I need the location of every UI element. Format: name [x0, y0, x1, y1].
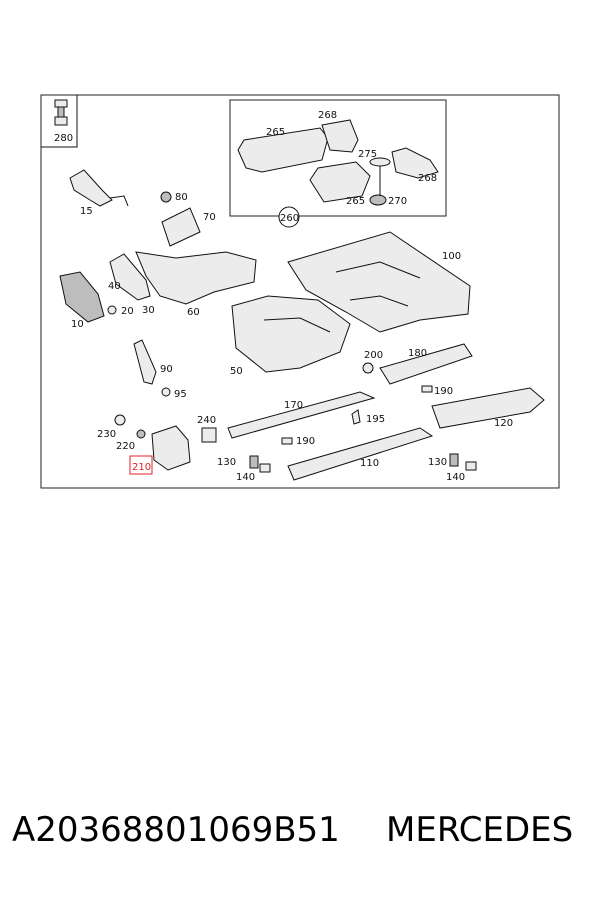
callout-90: 90 — [160, 364, 173, 375]
callout-195: 195 — [366, 414, 385, 425]
callout-10: 10 — [71, 319, 84, 330]
clip-140-a — [259, 463, 271, 473]
center-floor-50 — [231, 295, 351, 373]
callout-40: 40 — [108, 281, 121, 292]
callout-180: 180 — [408, 348, 427, 359]
nut-95 — [161, 387, 171, 397]
callout-200: 200 — [364, 350, 383, 361]
diagram-frame — [40, 94, 560, 489]
trim-180 — [379, 343, 473, 385]
callout-80: 80 — [175, 192, 188, 203]
clip-190-b — [281, 437, 293, 445]
callout-268-b: 268 — [418, 173, 437, 184]
clip-195 — [351, 409, 361, 425]
grille-10 — [59, 271, 105, 323]
sill-170 — [227, 391, 376, 439]
front-mat-right — [321, 119, 359, 153]
front-floor-60 — [135, 251, 257, 305]
callout-190-b: 190 — [296, 436, 315, 447]
sill-120 — [431, 387, 545, 429]
callout-280: 280 — [54, 133, 73, 144]
callout-260-circle — [278, 206, 300, 228]
clip-130-b — [449, 453, 459, 467]
callout-130-a: 130 — [217, 457, 236, 468]
callout-220: 220 — [116, 441, 135, 452]
callout-70: 70 — [203, 212, 216, 223]
floor-mat-inset — [229, 99, 447, 217]
rear-mat-left — [309, 161, 371, 203]
callout-20: 20 — [121, 306, 134, 317]
part-number: A20368801069B51 — [12, 810, 340, 850]
callout-120: 120 — [494, 418, 513, 429]
inset-box-280 — [41, 95, 78, 148]
rear-floor-100 — [287, 231, 471, 333]
callout-210: 210 — [132, 462, 151, 473]
clip-220 — [136, 429, 146, 439]
callout-270: 270 — [388, 196, 407, 207]
clip-280-icon — [54, 99, 68, 126]
callout-50: 50 — [230, 366, 243, 377]
callout-140-a: 140 — [236, 472, 255, 483]
callout-95: 95 — [174, 389, 187, 400]
callout-110: 110 — [360, 458, 379, 469]
bracket-240 — [201, 427, 217, 443]
callout-240: 240 — [197, 415, 216, 426]
callout-30: 30 — [142, 305, 155, 316]
sill-110 — [287, 427, 434, 481]
clip-190-a — [421, 385, 433, 393]
callout-100: 100 — [442, 251, 461, 262]
callout-275: 275 — [358, 149, 377, 160]
clip-130-a — [249, 455, 259, 469]
plug-80 — [160, 191, 172, 203]
callout-15: 15 — [80, 206, 93, 217]
footer: A20368801069B51 MERCEDES — [0, 810, 600, 860]
callout-230: 230 — [97, 429, 116, 440]
callout-60: 60 — [187, 307, 200, 318]
panel-30 — [109, 253, 151, 301]
bracket-210 — [151, 425, 191, 471]
nut-20 — [107, 305, 117, 315]
callout-140-b: 140 — [446, 472, 465, 483]
callout-265-b: 265 — [346, 196, 365, 207]
callout-260: 260 — [280, 213, 299, 224]
mat-fastener-270 — [369, 194, 387, 206]
panel-70 — [161, 207, 201, 247]
front-mat-left — [237, 127, 329, 173]
highlight-box-210 — [129, 455, 153, 475]
callout-130-b: 130 — [428, 457, 447, 468]
callout-265-a: 265 — [266, 127, 285, 138]
callout-190-a: 190 — [434, 386, 453, 397]
footrest-15 — [69, 169, 113, 207]
brand-name: MERCEDES — [386, 810, 574, 850]
callout-170: 170 — [284, 400, 303, 411]
grommet-230 — [114, 414, 126, 426]
callout-268-a: 268 — [318, 110, 337, 121]
clip-140-b — [465, 461, 477, 471]
bracket-90 — [133, 339, 157, 385]
rear-mat-right — [391, 147, 439, 179]
clip-200 — [362, 362, 374, 374]
